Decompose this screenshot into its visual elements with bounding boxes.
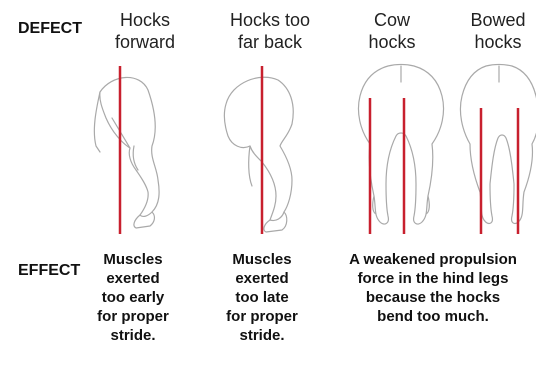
side-view-hocks-too-far-back: [224, 77, 293, 232]
rear-view-bowed-hocks: [460, 65, 536, 224]
side-view-hocks-forward: [94, 77, 159, 228]
plumb-lines: [120, 66, 518, 234]
